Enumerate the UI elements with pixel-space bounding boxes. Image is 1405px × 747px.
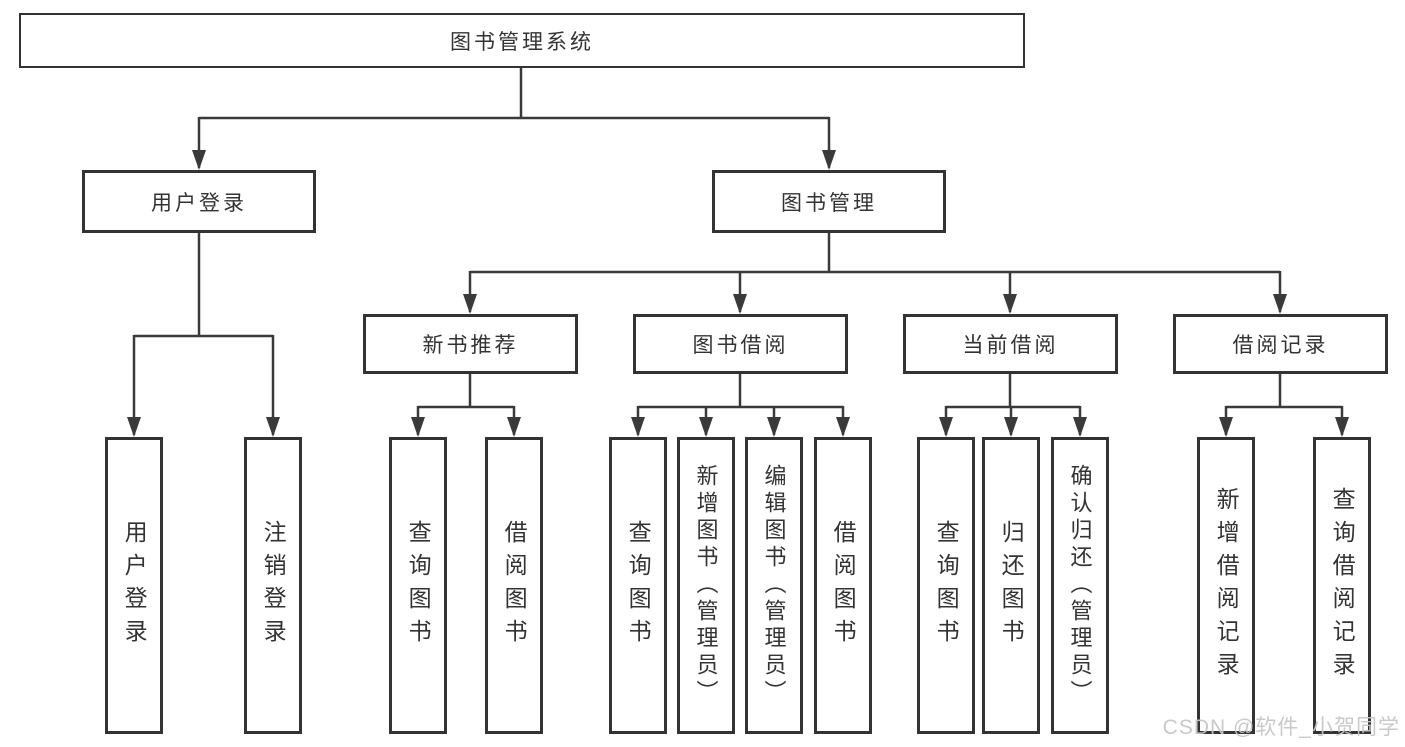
leaf-borrow-books-recommend-label: 借阅图书 xyxy=(501,519,528,652)
leaf-confirm-return-admin: 确认归还（管理员） xyxy=(1051,437,1109,734)
node-book-management: 图书管理 xyxy=(712,170,946,233)
node-current-borrow: 当前借阅 xyxy=(903,314,1118,374)
leaf-query-borrow-record-label: 查询借阅记录 xyxy=(1329,486,1356,685)
node-library-system: 图书管理系统 xyxy=(19,13,1025,68)
leaf-query-books-borrow: 查询图书 xyxy=(609,437,667,734)
leaf-query-books-borrow-label: 查询图书 xyxy=(625,519,652,652)
leaf-return-book: 归还图书 xyxy=(982,437,1040,734)
leaf-add-borrow-record: 新增借阅记录 xyxy=(1197,437,1255,734)
node-book-borrow: 图书借阅 xyxy=(633,314,848,374)
node-user-login-label: 用户登录 xyxy=(151,191,247,215)
leaf-borrow-books-label: 借阅图书 xyxy=(830,519,857,652)
leaf-confirm-return-admin-label: 确认归还（管理员） xyxy=(1067,464,1093,707)
leaf-user-login-label: 用户登录 xyxy=(121,519,148,652)
leaf-query-books-current: 查询图书 xyxy=(917,437,975,734)
leaf-add-book-admin: 新增图书（管理员） xyxy=(677,437,735,734)
leaf-query-borrow-record: 查询借阅记录 xyxy=(1313,437,1371,734)
node-book-borrow-label: 图书借阅 xyxy=(692,334,789,357)
leaf-edit-book-admin: 编辑图书（管理员） xyxy=(745,437,803,734)
node-borrow-records-label: 借阅记录 xyxy=(1232,334,1329,357)
leaf-logout: 注销登录 xyxy=(244,437,302,734)
leaf-edit-book-admin-label: 编辑图书（管理员） xyxy=(761,464,787,707)
leaf-return-book-label: 归还图书 xyxy=(998,519,1025,652)
watermark-text: CSDN @软件_小贺同学 xyxy=(1162,716,1400,739)
leaf-borrow-books: 借阅图书 xyxy=(814,437,872,734)
node-new-book-recommend-label: 新书推荐 xyxy=(422,334,519,357)
node-borrow-records: 借阅记录 xyxy=(1173,314,1388,374)
leaf-user-login: 用户登录 xyxy=(105,437,163,734)
node-library-system-label: 图书管理系统 xyxy=(450,30,594,54)
leaf-logout-label: 注销登录 xyxy=(260,519,287,652)
leaf-query-books-recommend-label: 查询图书 xyxy=(405,519,432,652)
leaf-query-books-current-label: 查询图书 xyxy=(933,519,960,652)
node-new-book-recommend: 新书推荐 xyxy=(363,314,578,374)
leaf-add-book-admin-label: 新增图书（管理员） xyxy=(693,464,719,707)
node-user-login: 用户登录 xyxy=(82,170,316,233)
leaf-query-books-recommend: 查询图书 xyxy=(389,437,447,734)
node-current-borrow-label: 当前借阅 xyxy=(962,334,1059,357)
leaf-borrow-books-recommend: 借阅图书 xyxy=(485,437,543,734)
leaf-add-borrow-record-label: 新增借阅记录 xyxy=(1213,486,1240,685)
node-book-management-label: 图书管理 xyxy=(781,191,877,215)
